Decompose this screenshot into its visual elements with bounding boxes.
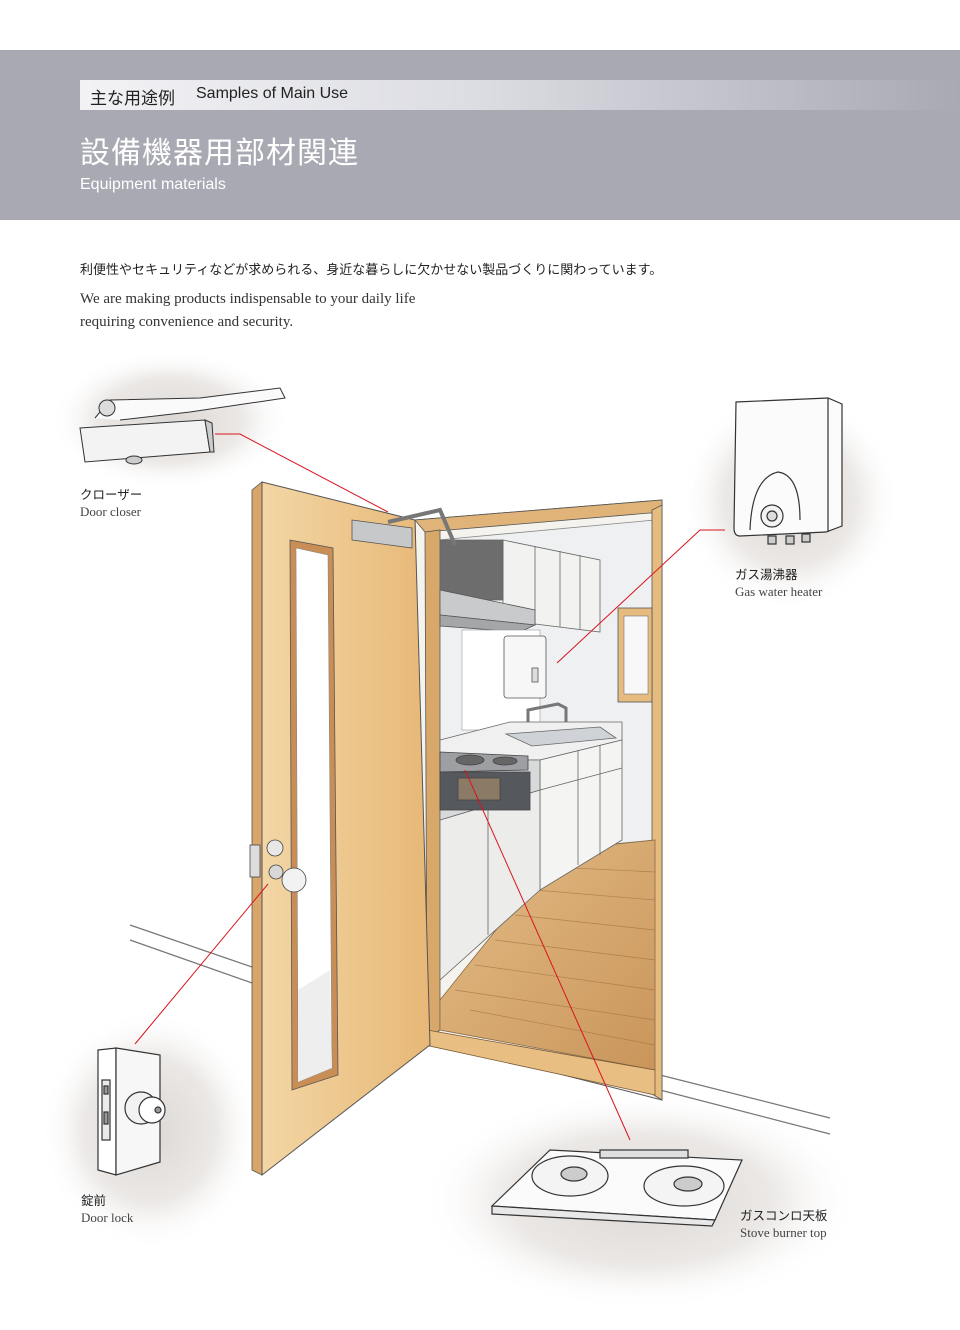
callout-heater: ガス湯沸器 Gas water heater: [735, 564, 822, 600]
leader-lines: [134, 433, 725, 1141]
callout-closer-en: Door closer: [80, 504, 142, 519]
kitchen-water-heater: [503, 635, 547, 699]
kitchen-stove: [439, 751, 531, 811]
range-hood: [439, 589, 537, 633]
tag-jp: 主な用途例: [90, 89, 175, 109]
kitchen-counter: [439, 721, 623, 981]
door: [251, 481, 431, 1177]
gas-water-heater-product: [733, 397, 843, 545]
page-title: 設備機器用部材関連: [80, 136, 359, 171]
callout-stove: ガスコンロ天板 Stove burner top: [740, 1205, 828, 1241]
door-knob: [249, 839, 307, 893]
door-closer-mounted: [351, 507, 457, 549]
kitchen-window: [617, 607, 653, 703]
callout-heater-jp: ガス湯沸器: [735, 567, 798, 582]
intro-en-line1: We are making products indispensable to …: [80, 291, 416, 307]
door-closer-product: [79, 387, 286, 465]
callout-lock-jp: 錠前: [81, 1193, 107, 1208]
page-subtitle: Equipment materials: [80, 176, 226, 193]
callout-heater-en: Gas water heater: [735, 584, 823, 599]
intro-en-line2: requiring convenience and security.: [80, 314, 294, 330]
intro-en: We are making products indispensable to …: [80, 288, 580, 334]
faucet: [526, 702, 568, 730]
tag-bar: 主な用途例 Samples of Main Use: [80, 80, 960, 110]
callout-closer-jp: クローザー: [80, 487, 143, 502]
section-header: 主な用途例 Samples of Main Use 設備機器用部材関連 Equi…: [0, 50, 960, 220]
callout-lock-en: Door lock: [81, 1210, 134, 1225]
callout-lock: 錠前 Door lock: [81, 1190, 133, 1226]
wall-lines: [129, 924, 831, 1135]
stove-top-product: [490, 1149, 743, 1227]
callout-stove-jp: ガスコンロ天板: [740, 1208, 828, 1223]
door-lock-product: [97, 1047, 166, 1176]
tag-en: Samples of Main Use: [196, 85, 349, 102]
intro-jp: 利便性やセキュリティなどが求められる、身近な暮らしに欠かせない製品づくりに関わっ…: [80, 263, 663, 278]
callout-closer: クローザー Door closer: [80, 484, 142, 520]
callout-stove-en: Stove burner top: [740, 1225, 827, 1240]
